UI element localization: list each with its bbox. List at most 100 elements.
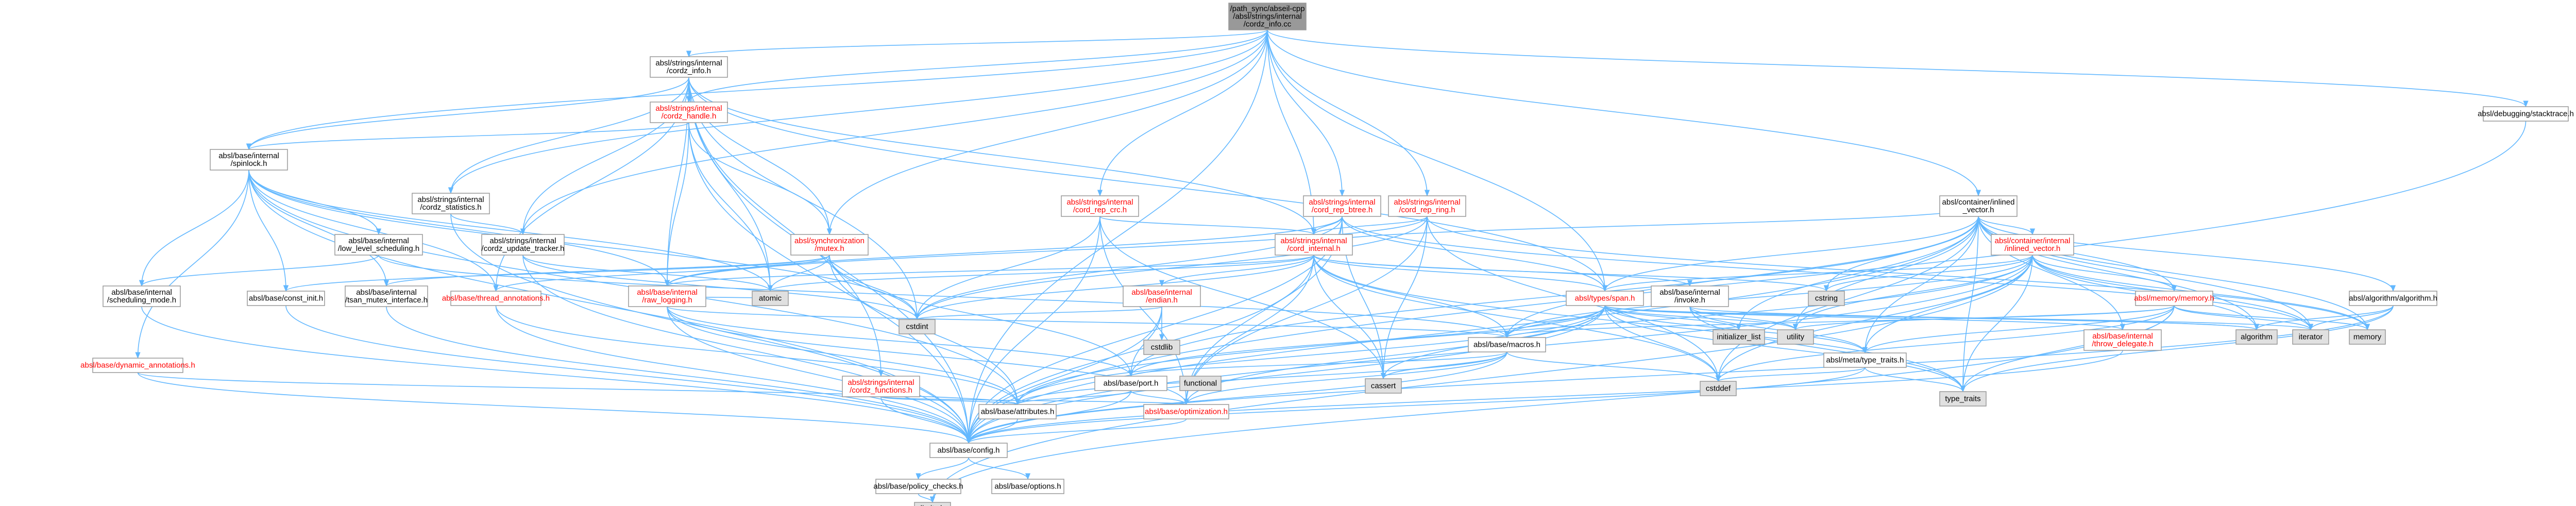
node-box	[1143, 404, 1229, 419]
node-box	[2483, 106, 2569, 122]
node-config-h[interactable]: absl/base/config.h	[929, 443, 1008, 458]
dependency-edge	[522, 255, 773, 292]
dependency-edge	[914, 306, 1162, 321]
node-box	[450, 291, 541, 306]
node-cordz-handle-h[interactable]: absl/strings/internal/cordz_handle.h	[650, 102, 728, 123]
node-label: /low_level_scheduling.h	[338, 244, 419, 253]
node-label: /cordz_handle.h	[662, 112, 717, 121]
node-spinlock-h[interactable]: absl/base/internal/spinlock.h	[210, 149, 288, 171]
dependency-edge	[1267, 29, 1608, 292]
node-root: /path_sync/abseil-cpp/absl/strings/inter…	[1228, 3, 1307, 30]
dependency-edge	[767, 255, 830, 292]
node-box	[103, 285, 181, 307]
node-box	[1823, 352, 1907, 368]
node-mutex-h[interactable]: absl/synchronization/mutex.h	[790, 234, 869, 256]
node-box	[2083, 329, 2162, 351]
dependency-edge	[966, 305, 2394, 444]
node-thread-annotations-h[interactable]: absl/base/thread_annotations.h	[442, 291, 550, 306]
node-throw-delegate-h[interactable]: absl/base/internal/throw_delegate.h	[2083, 329, 2162, 351]
dependency-edge	[1097, 29, 1268, 197]
node-stacktrace-h[interactable]: absl/debugging/stacktrace.h	[2478, 106, 2574, 122]
node-label: limits.h	[921, 504, 945, 506]
dependency-edge	[246, 122, 689, 150]
node-box	[247, 291, 325, 306]
dependency-edge	[2308, 305, 2394, 331]
dependency-edge	[248, 170, 773, 292]
node-scheduling-mode-h[interactable]: absl/base/internal/scheduling_mode.h	[103, 285, 181, 307]
node-label: /cord_rep_ring.h	[1399, 206, 1455, 214]
dependency-edge	[665, 255, 1314, 287]
dependency-edge	[1313, 255, 1829, 292]
node-inlined-vector-internal-h[interactable]: absl/container/internal/inlined_vector.h	[1991, 234, 2074, 256]
node-endian-h[interactable]: absl/base/internal/endian.h	[1123, 285, 1201, 307]
node-low-level-scheduling-h[interactable]: absl/base/internal/low_level_scheduling.…	[334, 234, 423, 256]
dependency-edge	[914, 216, 1428, 321]
node-cord-rep-crc-h[interactable]: absl/strings/internal/cord_rep_crc.h	[1061, 195, 1139, 217]
node-algorithm-h[interactable]: absl/algorithm/algorithm.h	[2349, 291, 2437, 306]
dependency-edge	[688, 77, 884, 377]
dependency-edge	[1865, 367, 1966, 393]
node-cordz-update-tracker-h[interactable]: absl/strings/internal/cordz_update_track…	[481, 234, 565, 256]
dependency-edge	[665, 216, 1343, 287]
node-cordz-info-h[interactable]: absl/strings/internal/cordz_info.h	[650, 56, 728, 78]
dependency-edge	[1313, 205, 1981, 245]
node-invoke-h[interactable]: absl/base/internal/invoke.h	[1651, 285, 1729, 307]
dependency-edge	[522, 255, 972, 444]
dependency-edge	[688, 122, 972, 444]
node-tsan-mutex-interface-h[interactable]: absl/base/internal/tsan_mutex_interface.…	[345, 285, 428, 307]
node-dynamic-annotations-h[interactable]: absl/base/dynamic_annotations.h	[80, 358, 195, 373]
dependency-edge	[1099, 216, 1386, 380]
node-const-init-h[interactable]: absl/base/const_init.h	[247, 291, 325, 306]
dependency-edge	[1978, 216, 2314, 331]
node-policy-checks-h[interactable]: absl/base/policy_checks.h	[873, 479, 963, 494]
dependency-edge	[1862, 255, 2033, 354]
node-options-h[interactable]: absl/base/options.h	[991, 479, 1064, 494]
dependency-edge	[493, 255, 830, 292]
node-cord-functions-h[interactable]: absl/strings/internal/cordz_functions.h	[842, 376, 920, 397]
node-label: absl/base/internal	[111, 288, 172, 297]
node-label: absl/base/internal	[1131, 288, 1192, 297]
dependency-edge	[248, 170, 499, 292]
dependency-edge	[688, 77, 1608, 292]
node-optimization-h[interactable]: absl/base/optimization.h	[1143, 404, 1229, 419]
node-label: /absl/strings/internal	[1233, 12, 1301, 21]
node-label: /cordz_update_tracker.h	[482, 244, 565, 253]
node-label: /endian.h	[1146, 296, 1178, 305]
dependency-edge	[1099, 216, 1189, 406]
node-box	[875, 479, 961, 494]
node-label: /cordz_functions.h	[850, 386, 912, 395]
node-box	[914, 502, 951, 506]
node-label: absl/base/const_init.h	[249, 294, 323, 303]
node-cord-rep-btree-h[interactable]: absl/strings/internal/cord_rep_btree.h	[1303, 195, 1381, 217]
node-box	[334, 234, 423, 256]
node-label: /raw_logging.h	[642, 296, 692, 305]
dependency-edge	[966, 350, 2123, 444]
node-attributes-h[interactable]: absl/base/attributes.h	[978, 404, 1057, 419]
node-type-traits-meta-h[interactable]: absl/meta/type_traits.h	[1823, 352, 1907, 368]
node-inlined-vector-h[interactable]: absl/container/inlined_vector.h	[1939, 195, 2018, 217]
node-label: algorithm	[2241, 333, 2273, 342]
dependency-edge	[448, 29, 1268, 194]
node-label: functional	[1184, 379, 1217, 388]
dependency-edge	[520, 29, 1268, 235]
node-macros-h[interactable]: absl/base/macros.h	[1468, 337, 1546, 352]
dependency-edge	[1604, 305, 2125, 331]
dependency-edge	[141, 306, 971, 444]
dependency-edge	[2254, 305, 2394, 331]
node-cord-internal-h[interactable]: absl/strings/internal/cord_internal.h	[1275, 234, 1353, 256]
node-box	[1388, 195, 1466, 217]
node-port-h[interactable]: absl/base/port.h	[1094, 376, 1167, 391]
dependency-edge	[139, 170, 249, 287]
dependency-edge	[667, 306, 1021, 406]
dependency-edge	[1504, 305, 2175, 339]
node-cstdint: cstdint	[899, 319, 936, 334]
node-memory-h[interactable]: absl/memory/memory.h	[2134, 291, 2214, 306]
node-raw-logging-h[interactable]: absl/base/internal/raw_logging.h	[628, 285, 706, 307]
node-cord-rep-ring-h[interactable]: absl/strings/internal/cord_rep_ring.h	[1388, 195, 1466, 217]
node-span-h[interactable]: absl/types/span.h	[1566, 291, 1644, 306]
node-box	[2235, 329, 2278, 345]
node-atomic: atomic	[752, 291, 789, 306]
node-box	[1468, 337, 1546, 352]
node-cordz-statistics-h[interactable]: absl/strings/internal/cordz_statistics.h	[412, 193, 490, 214]
dependency-edge	[2174, 305, 2370, 331]
